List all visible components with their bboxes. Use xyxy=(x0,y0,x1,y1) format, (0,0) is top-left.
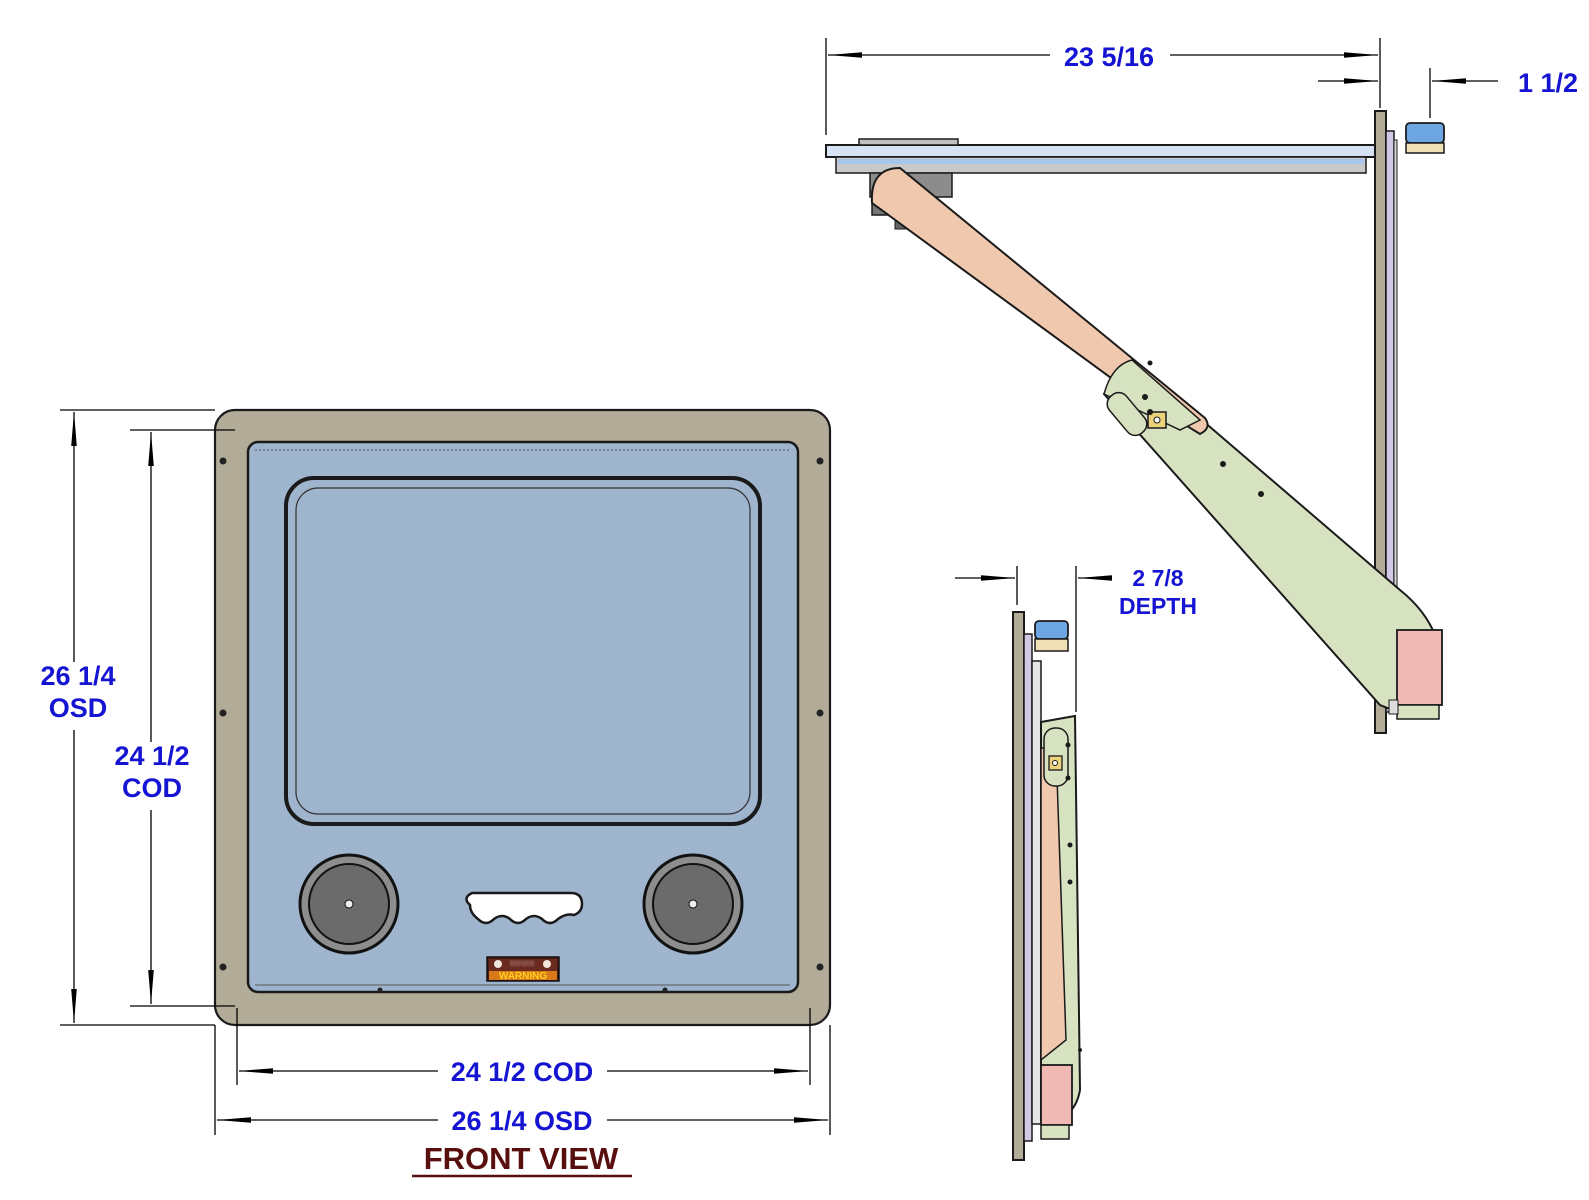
svg-text:░░░░░░░: ░░░░░░░ xyxy=(510,960,535,967)
side-view-open: 23 5/16 1 1/2 xyxy=(825,38,1578,734)
closed-purple-strip xyxy=(1023,633,1033,1142)
open-hinge xyxy=(1396,629,1443,706)
warning-label-text: WARNING xyxy=(499,971,548,982)
front-view: ░░░░░░░ WARNING 26 1/4 OSD 24 1/2 COD 24… xyxy=(40,408,832,1178)
height-osd-value: 26 1/4 xyxy=(40,661,115,691)
height-osd-unit: OSD xyxy=(49,693,108,723)
open-bumper xyxy=(1405,122,1445,144)
width-osd-label: 26 1/4 OSD xyxy=(451,1106,592,1136)
open-width-label: 23 5/16 xyxy=(1064,42,1154,72)
closed-hinge xyxy=(1040,1064,1073,1126)
left-vent-knob xyxy=(298,853,400,955)
front-window xyxy=(284,476,762,826)
right-vent-knob xyxy=(642,853,744,955)
height-cod-value: 24 1/2 xyxy=(114,741,189,771)
warning-label: ░░░░░░░ WARNING xyxy=(486,956,560,982)
front-view-title: FRONT VIEW xyxy=(424,1141,619,1176)
open-door xyxy=(825,144,1376,158)
depth-label: DEPTH xyxy=(1119,593,1197,619)
frame-screws xyxy=(219,457,824,993)
height-cod-unit: COD xyxy=(122,773,182,803)
width-cod-label: 24 1/2 COD xyxy=(451,1057,594,1087)
front-handle xyxy=(465,891,584,925)
open-thickness-label: 1 1/2 xyxy=(1518,68,1578,98)
closed-wall-plate xyxy=(1012,611,1025,1161)
depth-value: 2 7/8 xyxy=(1132,565,1183,591)
side-view-closed: 2 7/8 DEPTH xyxy=(955,565,1197,1161)
closed-bumper xyxy=(1034,620,1069,640)
